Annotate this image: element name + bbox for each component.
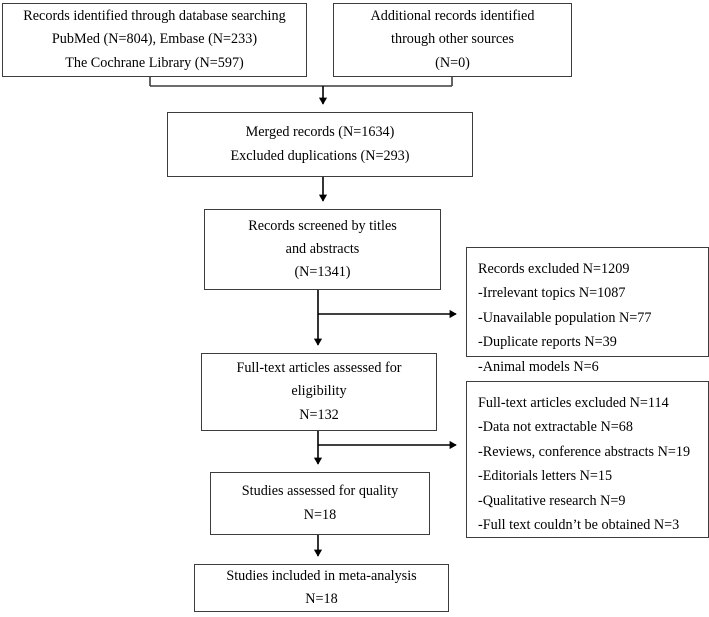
box-line: -Editorials letters N=15: [478, 468, 613, 485]
box-records-excluded-screening: Records excluded N=1209 -Irrelevant topi…: [466, 247, 709, 375]
box-records-identified-database-searching: Records identified through database sear…: [2, 3, 307, 77]
box-line: -Qualitative research N=9: [478, 492, 626, 509]
box-line: Full-text articles excluded N=114: [478, 395, 669, 411]
box-line: (N=0): [435, 54, 470, 71]
box-line: -Data not extractable N=68: [478, 419, 633, 436]
box-merged-records: Merged records (N=1634) Excluded duplica…: [167, 112, 473, 177]
box-line: Additional records identified: [370, 8, 535, 25]
box-line: through other sources: [391, 31, 514, 48]
box-fulltext-articles-excluded: Full-text articles excluded N=114 -Data …: [466, 381, 709, 538]
box-line: -Irrelevant topics N=1087: [478, 285, 626, 302]
box-line: Full-text articles assessed for: [236, 360, 402, 377]
box-line: and abstracts: [285, 240, 360, 257]
box-additional-records-other-sources: Additional records identified through ot…: [333, 3, 572, 77]
box-records-screened: Records screened by titles and abstracts…: [204, 209, 441, 290]
box-line: Excluded duplications (N=293): [230, 147, 410, 164]
box-line: -Unavailable population N=77: [478, 309, 652, 326]
box-line: -Full text couldn’t be obtained N=3: [478, 517, 680, 534]
box-line: N=18: [305, 591, 338, 607]
box-line: Records screened by titles: [248, 217, 397, 234]
box-line: N=132: [299, 406, 339, 423]
box-line: PubMed (N=804), Embase (N=233): [51, 31, 258, 48]
box-studies-included-meta-analysis: Studies included in meta-analysis N=18: [194, 564, 449, 612]
box-studies-assessed-quality: Studies assessed for quality N=18: [210, 472, 430, 535]
box-line: Merged records (N=1634): [245, 124, 395, 141]
box-line: Records identified through database sear…: [23, 8, 286, 25]
box-line: Studies assessed for quality: [241, 483, 399, 500]
box-line: (N=1341): [294, 264, 351, 281]
box-line: -Reviews, conference abstracts N=19: [478, 443, 691, 460]
box-line: -Animal models N=6: [478, 358, 599, 375]
box-line: Studies included in meta-analysis: [226, 567, 417, 584]
box-line: Records excluded N=1209: [478, 261, 630, 277]
box-line: The Cochrane Library (N=597): [65, 54, 244, 71]
box-line: eligibility: [291, 383, 347, 400]
box-line: N=18: [303, 506, 337, 523]
box-fulltext-assessed-eligibility: Full-text articles assessed for eligibil…: [201, 353, 437, 431]
box-line: -Duplicate reports N=39: [478, 334, 617, 351]
